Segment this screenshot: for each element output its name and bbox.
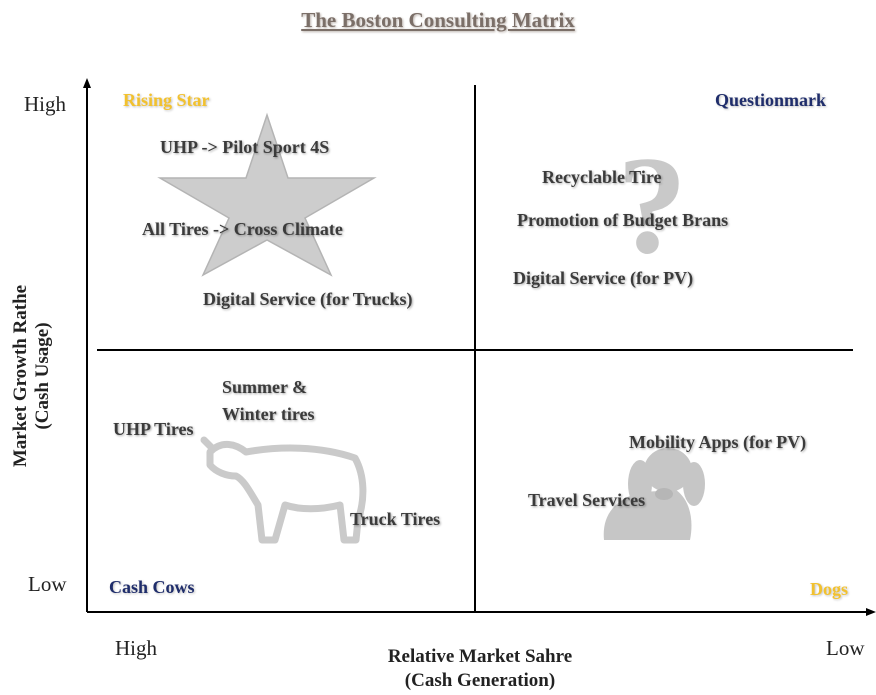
- rising-star-item: All Tires -> Cross Climate: [142, 219, 343, 239]
- x-axis-low-label: Low: [826, 636, 865, 660]
- cow-icon: [200, 436, 367, 544]
- star-icon: [157, 112, 377, 277]
- y-axis-title: Market Growth Rathe (Cash Usage): [10, 246, 54, 506]
- y-axis-high-label: High: [24, 92, 66, 116]
- rising-star-item: Digital Service (for Trucks): [203, 289, 413, 309]
- quadrant-title-cash-cows: Cash Cows: [109, 577, 195, 597]
- y-axis-low-label: Low: [28, 572, 67, 596]
- questionmark-item: Promotion of Budget Brans: [517, 210, 729, 230]
- x-axis-title: Relative Market Sahre (Cash Generation): [300, 645, 660, 693]
- x-axis-title-line1: Relative Market Sahre: [387, 646, 573, 667]
- dogs-item: Travel Services: [528, 490, 646, 510]
- quadrant-title-rising-star: Rising Star: [123, 90, 210, 110]
- x-axis-title-line2: (Cash Generation): [404, 670, 556, 691]
- cash-cows-item: Summer &: [222, 377, 308, 397]
- cash-cows-item: Truck Tires: [350, 509, 441, 529]
- cash-cows-item: Winter tires: [222, 404, 315, 424]
- rising-star-item: UHP -> Pilot Sport 4S: [160, 137, 330, 157]
- cash-cows-item: UHP Tires: [113, 419, 194, 439]
- x-axis: [87, 608, 876, 616]
- question-mark-icon: ?: [617, 128, 687, 283]
- y-axis: [83, 78, 91, 612]
- y-axis-title-line1: Market Growth Rathe: [10, 284, 31, 468]
- dogs-item: Mobility Apps (for PV): [629, 432, 807, 452]
- x-axis-high-label: High: [115, 636, 157, 660]
- questionmark-item: Digital Service (for PV): [513, 268, 694, 288]
- questionmark-item: Recyclable Tire: [542, 167, 662, 187]
- y-axis-title-line2: (Cash Usage): [32, 322, 53, 430]
- page-title: The Boston Consulting Matrix: [301, 8, 575, 32]
- svg-text:?: ?: [617, 128, 687, 283]
- quadrant-title-questionmark: Questionmark: [715, 90, 827, 110]
- quadrant-title-dogs: Dogs: [810, 579, 849, 599]
- dog-icon: [603, 448, 705, 540]
